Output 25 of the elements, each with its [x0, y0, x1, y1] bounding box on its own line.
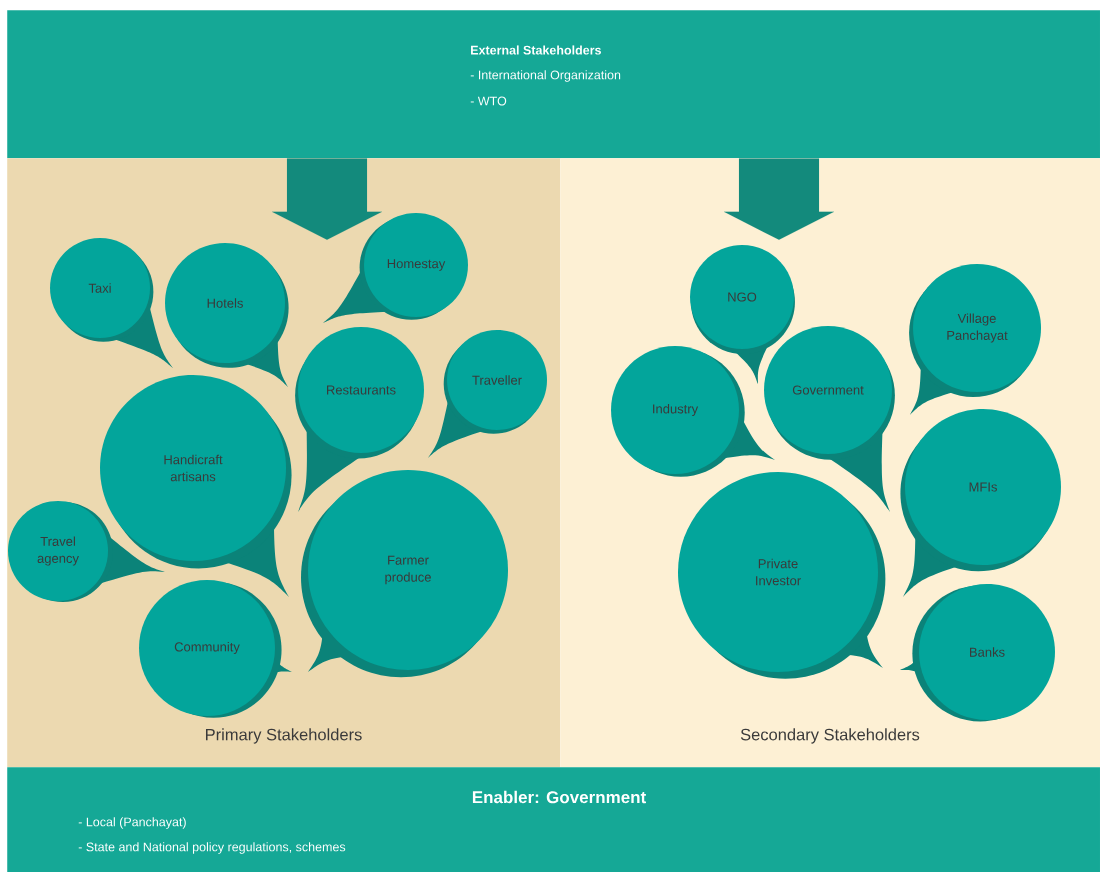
heading: External Stakeholders: [471, 45, 601, 55]
block-arrow: [271, 158, 383, 240]
speech-bubble: Village Panchayat: [909, 264, 1041, 415]
block-arrow: [723, 158, 835, 240]
speech-bubble: Travel agency: [8, 501, 165, 602]
speech-bubble: Taxi: [50, 238, 173, 368]
panel-heading: Secondary Stakeholders: [740, 728, 920, 744]
speech-bubble: Industry: [611, 346, 775, 477]
banner: [7, 767, 1100, 872]
speech-bubble: Traveller: [428, 330, 547, 458]
panel-heading: Primary Stakeholders: [206, 728, 362, 744]
speech-bubble: Handicraft artisans: [100, 375, 292, 597]
speech-bubble: MFIs: [900, 409, 1061, 597]
bullet-item: - International Organization: [470, 70, 621, 82]
speech-bubble: Hotels: [165, 243, 289, 387]
speech-bubble: Private Investor: [678, 472, 886, 679]
bullet-item: - WTO: [470, 96, 507, 106]
heading: Enabler: Government: [472, 790, 646, 804]
bullet-item: - Local (Panchayat): [78, 817, 186, 829]
banner: [7, 10, 1100, 159]
speech-bubble: Banks: [900, 584, 1055, 722]
speech-bubble: Farmer produce: [301, 470, 508, 678]
bullet-item: - State and National policy regulations, schemes: [78, 842, 346, 854]
speech-bubble: Homestay: [323, 213, 468, 323]
speech-bubble: Community: [139, 580, 292, 718]
